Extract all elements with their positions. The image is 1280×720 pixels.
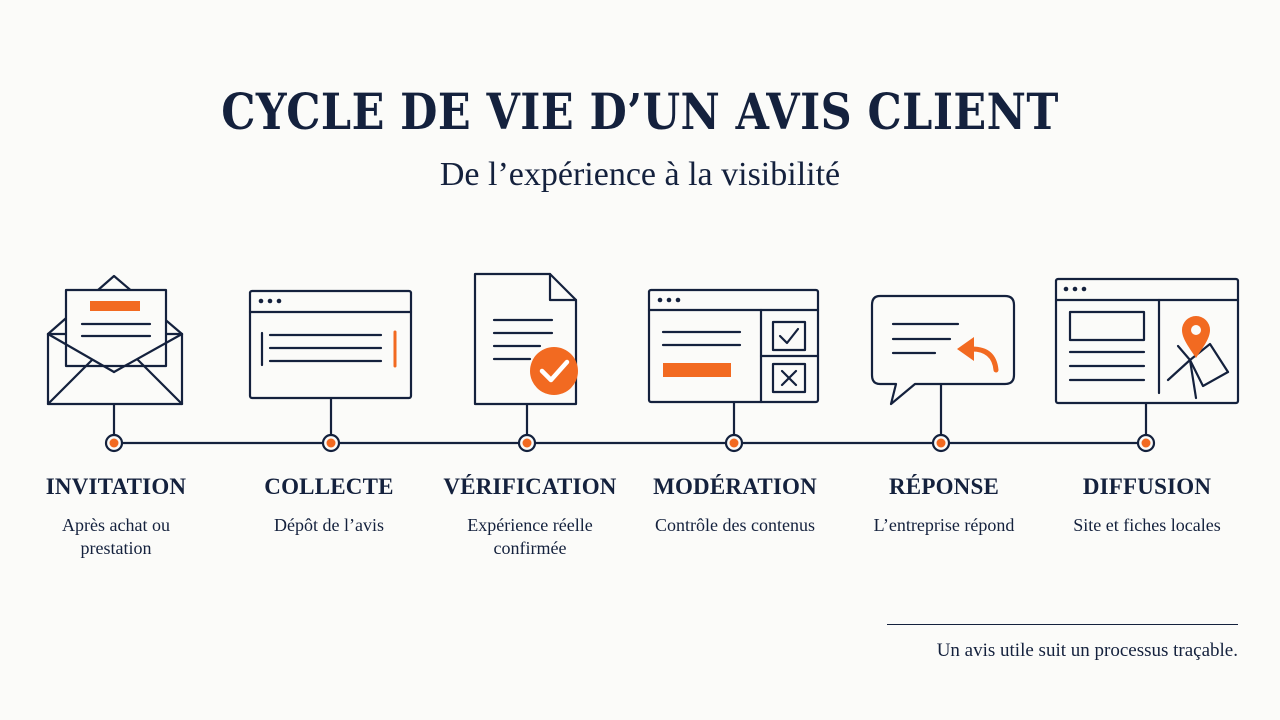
step-description-diffusion: Site et fiches locales	[1073, 515, 1221, 535]
step-label-reponse: RÉPONSE	[888, 474, 1000, 499]
footer-divider	[887, 624, 1238, 625]
speech-bubble-reply-icon	[870, 294, 1016, 406]
step-description-verification: Expérience réelle confirmée	[467, 515, 593, 558]
document-check-icon	[473, 272, 578, 406]
footer-note: Un avis utile suit un processus traçable…	[936, 640, 1238, 661]
step-description-invitation: Après achat ou prestation	[62, 515, 170, 558]
browser-checklist-icon	[647, 288, 820, 404]
timeline-nodes	[104, 433, 1156, 453]
envelope-letter-icon	[46, 274, 184, 406]
step-label-diffusion: DIFFUSION	[1082, 474, 1212, 499]
step-description-collecte: Dépôt de l’avis	[274, 515, 384, 535]
step-label-moderation: MODÉRATION	[653, 474, 817, 499]
step-label-invitation: INVITATION	[45, 474, 187, 499]
browser-form-icon	[248, 289, 413, 400]
step-description-reponse: L’entreprise répond	[873, 515, 1015, 535]
page-subtitle: De l’expérience à la visibilité	[439, 156, 841, 193]
step-label-collecte: COLLECTE	[264, 474, 394, 499]
step-description-moderation: Contrôle des contenus	[655, 515, 815, 535]
page-title: CYCLE DE VIE D’UN AVIS CLIENT	[221, 82, 1059, 141]
browser-map-pin-icon	[1054, 277, 1240, 405]
step-label-verification: VÉRIFICATION	[443, 474, 617, 499]
